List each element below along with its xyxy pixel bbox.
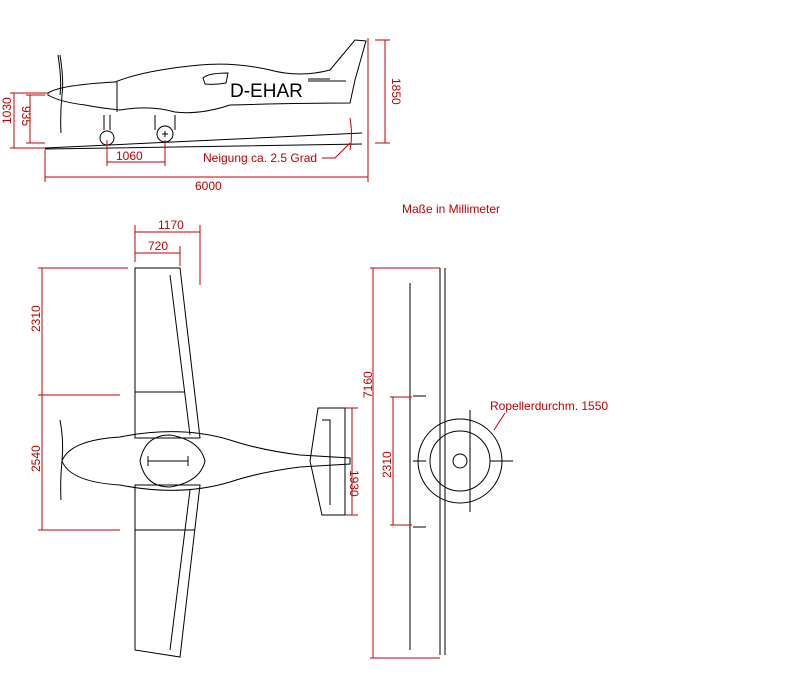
fuselage-side bbox=[47, 39, 367, 114]
wing-top bbox=[134, 267, 201, 439]
front-view: 7160 2310 Ropellerdurchm. 1550 bbox=[361, 267, 608, 659]
propeller-disc bbox=[417, 418, 503, 504]
tail-span-dim: 1930 bbox=[347, 470, 361, 497]
wing-front bbox=[409, 268, 446, 655]
fuselage-section-dim: 2540 bbox=[29, 445, 43, 472]
propeller-top bbox=[59, 419, 64, 501]
length-dim: 6000 bbox=[195, 179, 222, 193]
fuselage-top bbox=[61, 431, 351, 491]
nose-height-dim: 1030 bbox=[0, 97, 14, 124]
wing-offset-outer-dim: 1170 bbox=[158, 218, 184, 232]
canopy-top bbox=[139, 434, 206, 488]
propeller-diameter-note: Ropellerdurchm. 1550 bbox=[490, 399, 608, 413]
units-note: Maße in Millimeter bbox=[402, 202, 500, 216]
prop-axis-height-dim: 935 bbox=[19, 106, 33, 126]
gear-track-dim: 2310 bbox=[380, 451, 394, 478]
spinner bbox=[452, 453, 468, 469]
horizontal-tail bbox=[309, 407, 346, 516]
ground-line bbox=[44, 132, 363, 150]
wheelbase-dim: 1060 bbox=[116, 149, 143, 163]
side-view: D-EHAR 6000 1060 Neigung ca. 2.5 Grad 18… bbox=[0, 38, 403, 193]
canopy-window bbox=[202, 72, 229, 85]
height-overall-dim: 1850 bbox=[389, 78, 403, 105]
top-view: 1170 720 2310 2540 1930 bbox=[29, 218, 361, 658]
wing-bottom bbox=[134, 484, 201, 658]
wing-offset-inner-dim: 720 bbox=[148, 239, 168, 253]
incline-note: Neigung ca. 2.5 Grad bbox=[203, 151, 317, 165]
registration-label: D-EHAR bbox=[230, 81, 303, 102]
half-span-dim: 2310 bbox=[29, 305, 43, 332]
wingspan-dim: 7160 bbox=[361, 371, 375, 398]
propeller-side bbox=[57, 54, 64, 134]
